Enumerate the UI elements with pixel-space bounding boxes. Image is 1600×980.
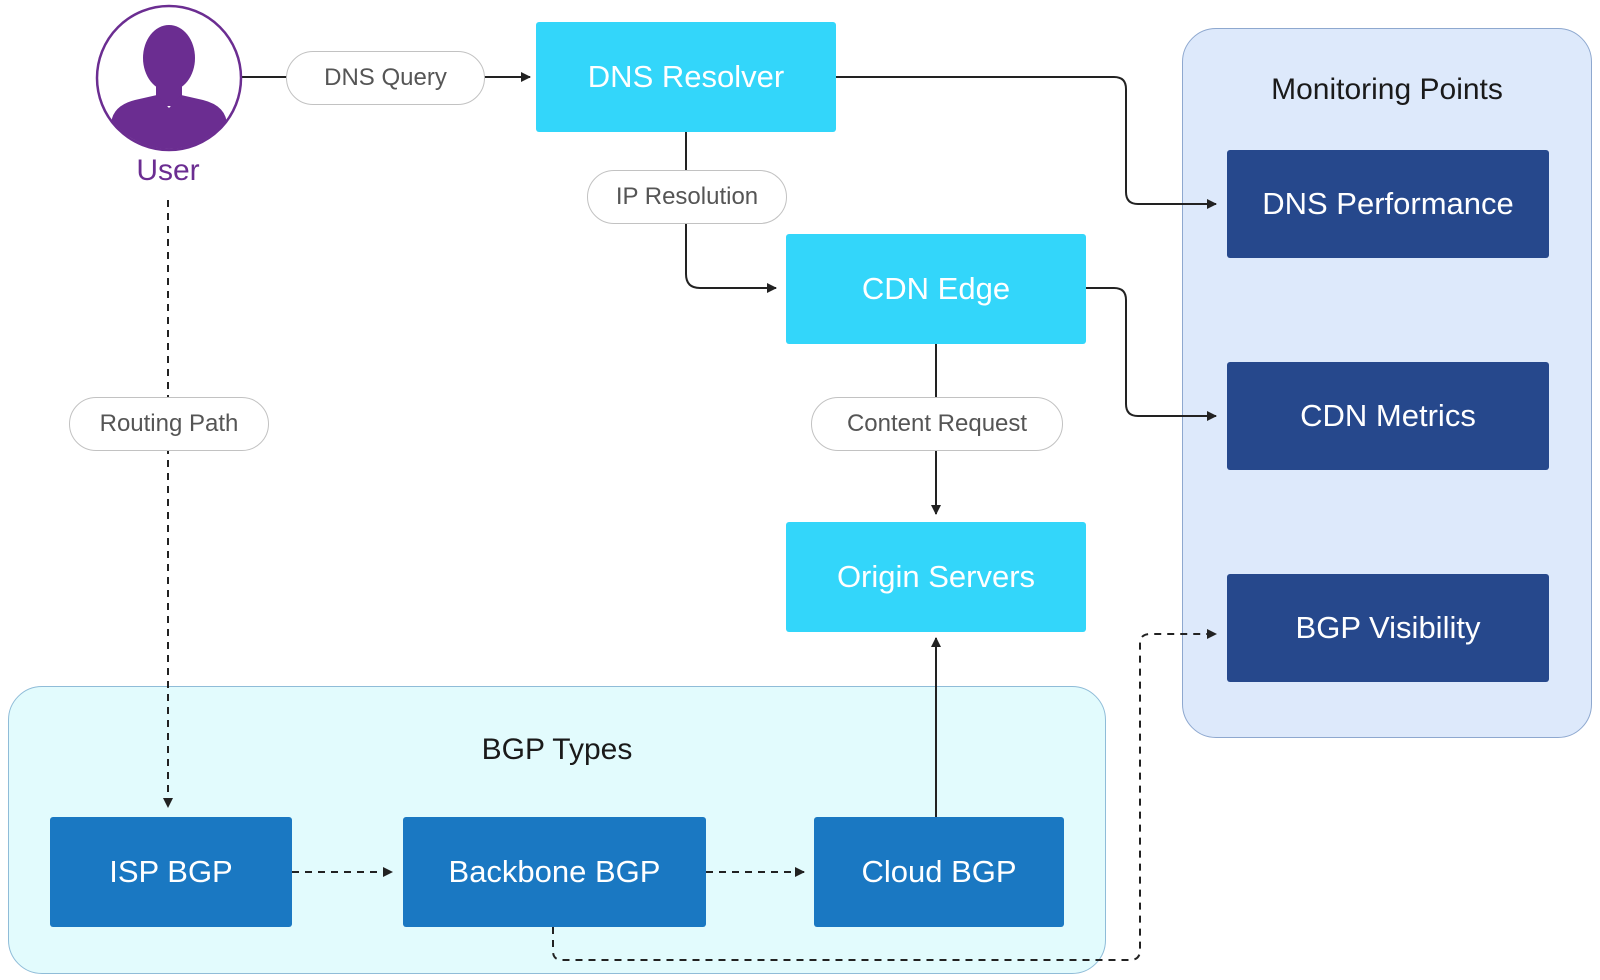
edge-backbone-bgp-bgp-visibility [552, 629, 1217, 961]
bgp-visibility-node[interactable]: BGP Visibility [1227, 574, 1549, 682]
dns-query-label: DNS Query [286, 51, 485, 105]
user-label: User [136, 154, 200, 187]
ip-resolution-label: IP Resolution [587, 170, 787, 224]
backbone-bgp-node[interactable]: Backbone BGP [403, 817, 706, 927]
cloud-bgp-node[interactable]: Cloud BGP [814, 817, 1064, 927]
edge-cdn-edge-cdn-metrics [1086, 287, 1217, 421]
cdn-edge-node[interactable]: CDN Edge [786, 234, 1086, 344]
edge-dns-resolver-dns-performance [836, 76, 1217, 209]
content-request-label: Content Request [811, 397, 1063, 451]
cdn-metrics-node[interactable]: CDN Metrics [1227, 362, 1549, 470]
edge-dns-resolver-cdn-edge [685, 132, 777, 293]
monitoring-points-title: Monitoring Points [1271, 73, 1503, 106]
isp-bgp-node[interactable]: ISP BGP [50, 817, 292, 927]
user-silhouette-icon [95, 4, 243, 152]
bgp-types-title: BGP Types [481, 733, 633, 766]
routing-path-label: Routing Path [69, 397, 269, 451]
dns-resolver-node[interactable]: DNS Resolver [536, 22, 836, 132]
dns-performance-node[interactable]: DNS Performance [1227, 150, 1549, 258]
origin-servers-node[interactable]: Origin Servers [786, 522, 1086, 632]
